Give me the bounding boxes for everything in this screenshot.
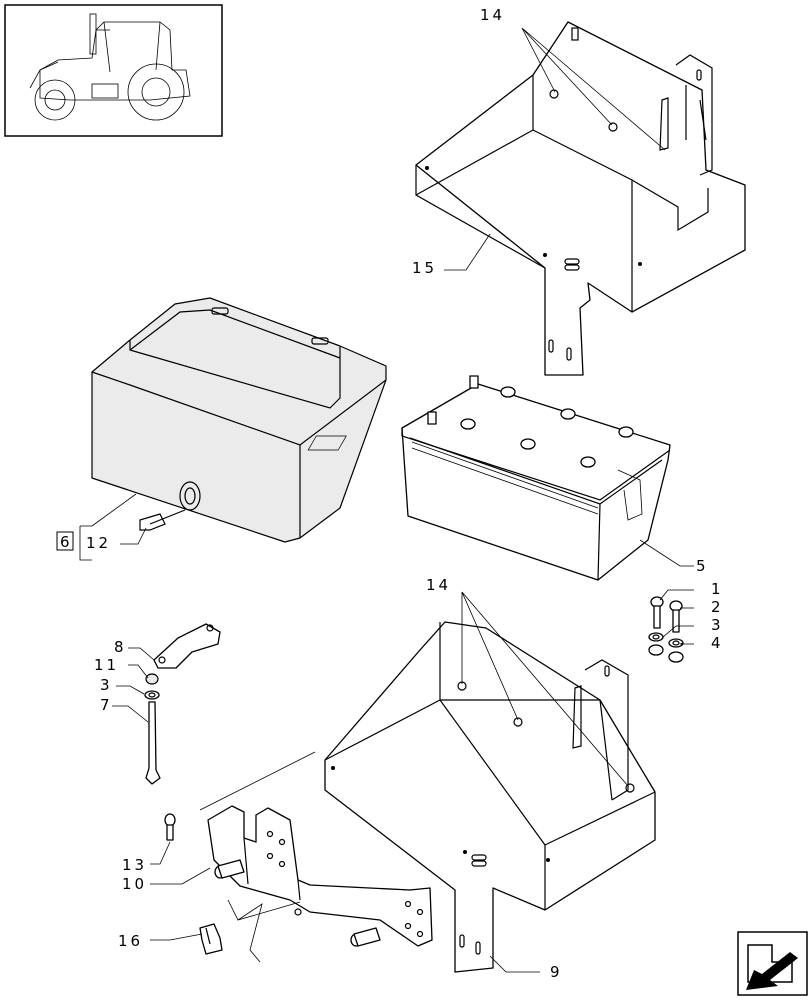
next-page-arrow-icon[interactable]: [737, 931, 808, 996]
bolt-13: [164, 813, 176, 841]
callout-12: 12: [86, 534, 111, 552]
rod-7: [145, 701, 161, 785]
battery: [307, 375, 671, 581]
clip-16: [199, 923, 223, 955]
callout-4: 4: [711, 634, 724, 652]
callout-1: 1: [711, 580, 724, 598]
callout-9: 9: [550, 963, 563, 981]
callout-labels: 14 15 14 5 1 2 3 4 6 12 8 11 3 7 13 10 1…: [56, 6, 724, 981]
mounting-bracket: [199, 751, 433, 963]
callout-13: 13: [122, 856, 147, 874]
callout-mid-14: 14: [426, 576, 451, 594]
clamp-bracket-8: [153, 623, 221, 669]
callout-3b: 3: [100, 676, 113, 694]
callout-3: 3: [711, 616, 724, 634]
callout-6: 6: [60, 533, 73, 551]
callout-2: 2: [711, 598, 724, 616]
callout-8: 8: [114, 638, 127, 656]
callout-5: 5: [696, 557, 709, 575]
battery-cover: [91, 297, 387, 543]
lower-battery-tray: [324, 621, 656, 973]
nut-11: [145, 673, 159, 685]
callout-7: 7: [100, 696, 113, 714]
leader-lines: [79, 27, 694, 973]
callout-10: 10: [122, 875, 147, 893]
callout-top-15: 15: [412, 259, 437, 277]
tractor-thumbnail-icon: [4, 4, 223, 137]
bolts-washers-nuts-right: [648, 596, 684, 663]
callout-16: 16: [118, 932, 143, 950]
callout-11: 11: [94, 656, 119, 674]
callout-top-14: 14: [480, 6, 505, 24]
upper-battery-tray: [415, 21, 746, 376]
washer-3-left: [144, 690, 160, 700]
battery-terminals: [427, 375, 634, 468]
